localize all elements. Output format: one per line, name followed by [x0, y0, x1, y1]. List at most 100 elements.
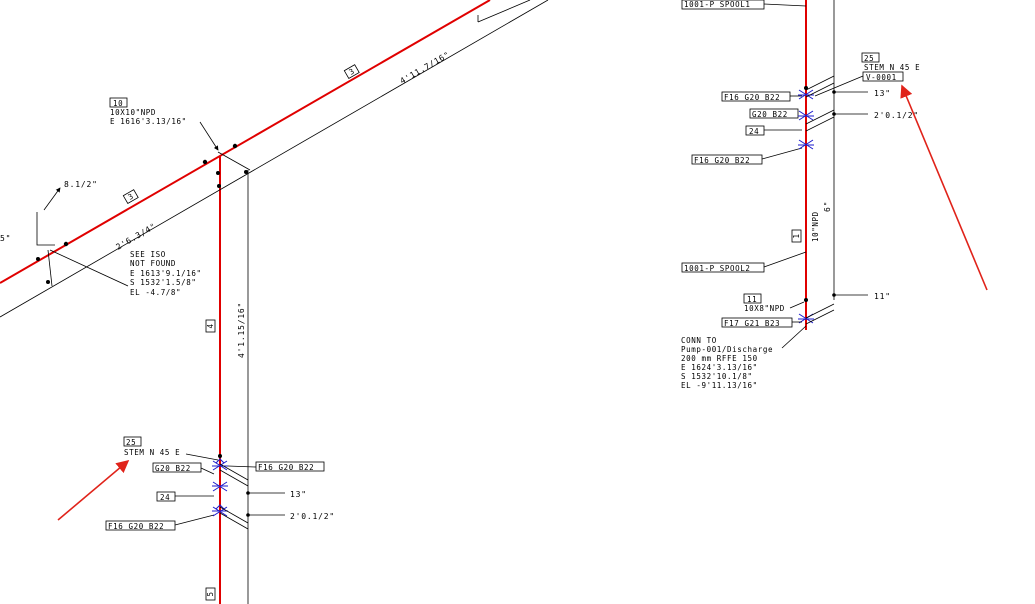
flange-line	[805, 303, 835, 319]
extension-line	[217, 151, 251, 171]
tag-25-right: 25	[864, 54, 874, 63]
tag-10-box	[109, 97, 128, 108]
tag-24-box	[156, 491, 176, 502]
g20b22-box	[152, 462, 202, 473]
iso-leader	[49, 249, 129, 287]
conn-e: E 1624'3.13/16"	[681, 363, 758, 372]
seg-1: 1	[792, 233, 801, 238]
spool1-label: 1001-P SPOOL1	[684, 0, 751, 9]
leader	[185, 453, 219, 461]
conn-to: CONN TO	[681, 336, 717, 345]
dim-13: 13"	[290, 490, 307, 499]
seg-1-box	[791, 229, 802, 243]
f16g20b22-bottom: F16 G20 B22	[694, 156, 750, 165]
spool2-box	[681, 262, 765, 273]
dim-line-diagonal	[0, 0, 549, 318]
stem-right: STEM N 45 E	[864, 63, 920, 72]
flange-line	[805, 109, 835, 125]
flange-line	[219, 463, 249, 481]
pipe-diagonal	[0, 0, 491, 284]
seg-5: 5	[206, 591, 215, 596]
dim-edge-5: 5"	[0, 234, 11, 243]
flange-line	[805, 75, 835, 91]
g20b22-right-box	[749, 108, 799, 119]
leader	[174, 514, 215, 526]
dim-4-11-7: 4'11.7/16"	[399, 50, 452, 86]
iso-not-found: NOT FOUND	[130, 259, 176, 268]
seg-3b: 3	[126, 191, 135, 201]
tag-25: 25	[126, 438, 136, 447]
flange-line	[219, 506, 249, 524]
dim-line-diagonal-upper	[477, 0, 531, 23]
seg-5-box	[205, 587, 216, 601]
iso-s: S 1532'1.5/8"	[130, 278, 197, 287]
f17g21b23-box	[721, 317, 793, 328]
flange-line	[805, 309, 835, 325]
seg-4-box	[205, 319, 216, 333]
dim-6-right: 6"	[823, 201, 832, 212]
extension-line	[47, 249, 53, 287]
flange-line	[219, 469, 249, 487]
conn-rffe: 200 mm RFFE 150	[681, 354, 758, 363]
g20b22-label: G20 B22	[155, 464, 191, 473]
leader	[43, 187, 61, 211]
npd-10-label: 10"NPD	[811, 211, 820, 242]
f16g20b22-right-box	[255, 461, 325, 472]
valve-assembly-left	[212, 458, 228, 517]
flange-line	[219, 512, 249, 530]
dim-4-1-15: 4'1.15/16"	[237, 302, 246, 358]
tag-24: 24	[160, 493, 170, 502]
f16g20b22-left: F16 G20 B22	[108, 522, 164, 531]
offset-bracket	[36, 212, 55, 246]
tag-25-box	[123, 436, 142, 447]
iso-see: SEE ISO	[130, 250, 166, 259]
f16g20b22-bottom-box	[691, 154, 763, 165]
leader	[199, 121, 219, 151]
line-e1616: E 1616'3.13/16"	[110, 117, 187, 126]
flange-line	[805, 82, 835, 98]
iso-el: EL -4.7/8"	[130, 288, 181, 297]
conn-el: EL -9'11.13/16"	[681, 381, 758, 390]
tag-11: 11	[747, 295, 757, 304]
flange-line	[805, 116, 835, 132]
stem-label: STEM N 45 E	[124, 448, 180, 457]
annotation-arrow-left	[57, 459, 130, 521]
tag-10: 10	[113, 99, 123, 108]
leader	[200, 467, 215, 475]
tag-24-right: 24	[749, 127, 759, 136]
dim-2-0-1-2: 2'0.1/2"	[290, 512, 335, 521]
v0001-box	[862, 71, 904, 82]
dim-11-right: 11"	[874, 292, 891, 301]
f16g20b22-left-box	[105, 520, 176, 531]
seg-4: 4	[206, 323, 215, 328]
seg-3b-box	[122, 189, 139, 205]
spool2-label: 1001-P SPOOL2	[684, 264, 751, 273]
line-10x8-npd: 10X8"NPD	[744, 304, 785, 313]
iso-e: E 1613'9.1/16"	[130, 269, 202, 278]
f17g21b23-label: F17 G21 B23	[724, 319, 780, 328]
line-10x10-npd: 10X10"NPD	[110, 108, 156, 117]
seg-3a: 3	[347, 66, 356, 76]
annotation-arrow-right	[900, 84, 988, 291]
valve-assembly-right	[798, 89, 814, 324]
leader	[763, 251, 807, 268]
conn-s: S 1532'10.1/8"	[681, 372, 753, 381]
right-isometric-view: 1001-P SPOOL1 25 STEM N 45 E V-0001 F16 …	[681, 0, 988, 390]
left-isometric-view: 10 10X10"NPD E 1616'3.13/16" 3 3 4 5 4'1…	[0, 0, 549, 604]
v0001-label: V-0001	[866, 73, 897, 82]
leader	[763, 3, 807, 7]
conn-pump: Pump-001/Discharge	[681, 345, 773, 354]
f16g20b22-top-box	[721, 91, 791, 102]
dim-8-1-2: 8.1/2"	[64, 180, 98, 189]
dim-2-6-3: 2'6.3/4"	[115, 221, 158, 251]
spool1-box	[681, 0, 765, 10]
seg-3a-box	[343, 64, 360, 80]
g20b22-right: G20 B22	[752, 110, 788, 119]
leader	[761, 147, 803, 160]
dim-13-right: 13"	[874, 89, 891, 98]
leader	[227, 465, 257, 468]
dim-2-0-1-2-right: 2'0.1/2"	[874, 111, 919, 120]
f16g20b22-right: F16 G20 B22	[258, 463, 314, 472]
leader	[814, 75, 864, 97]
